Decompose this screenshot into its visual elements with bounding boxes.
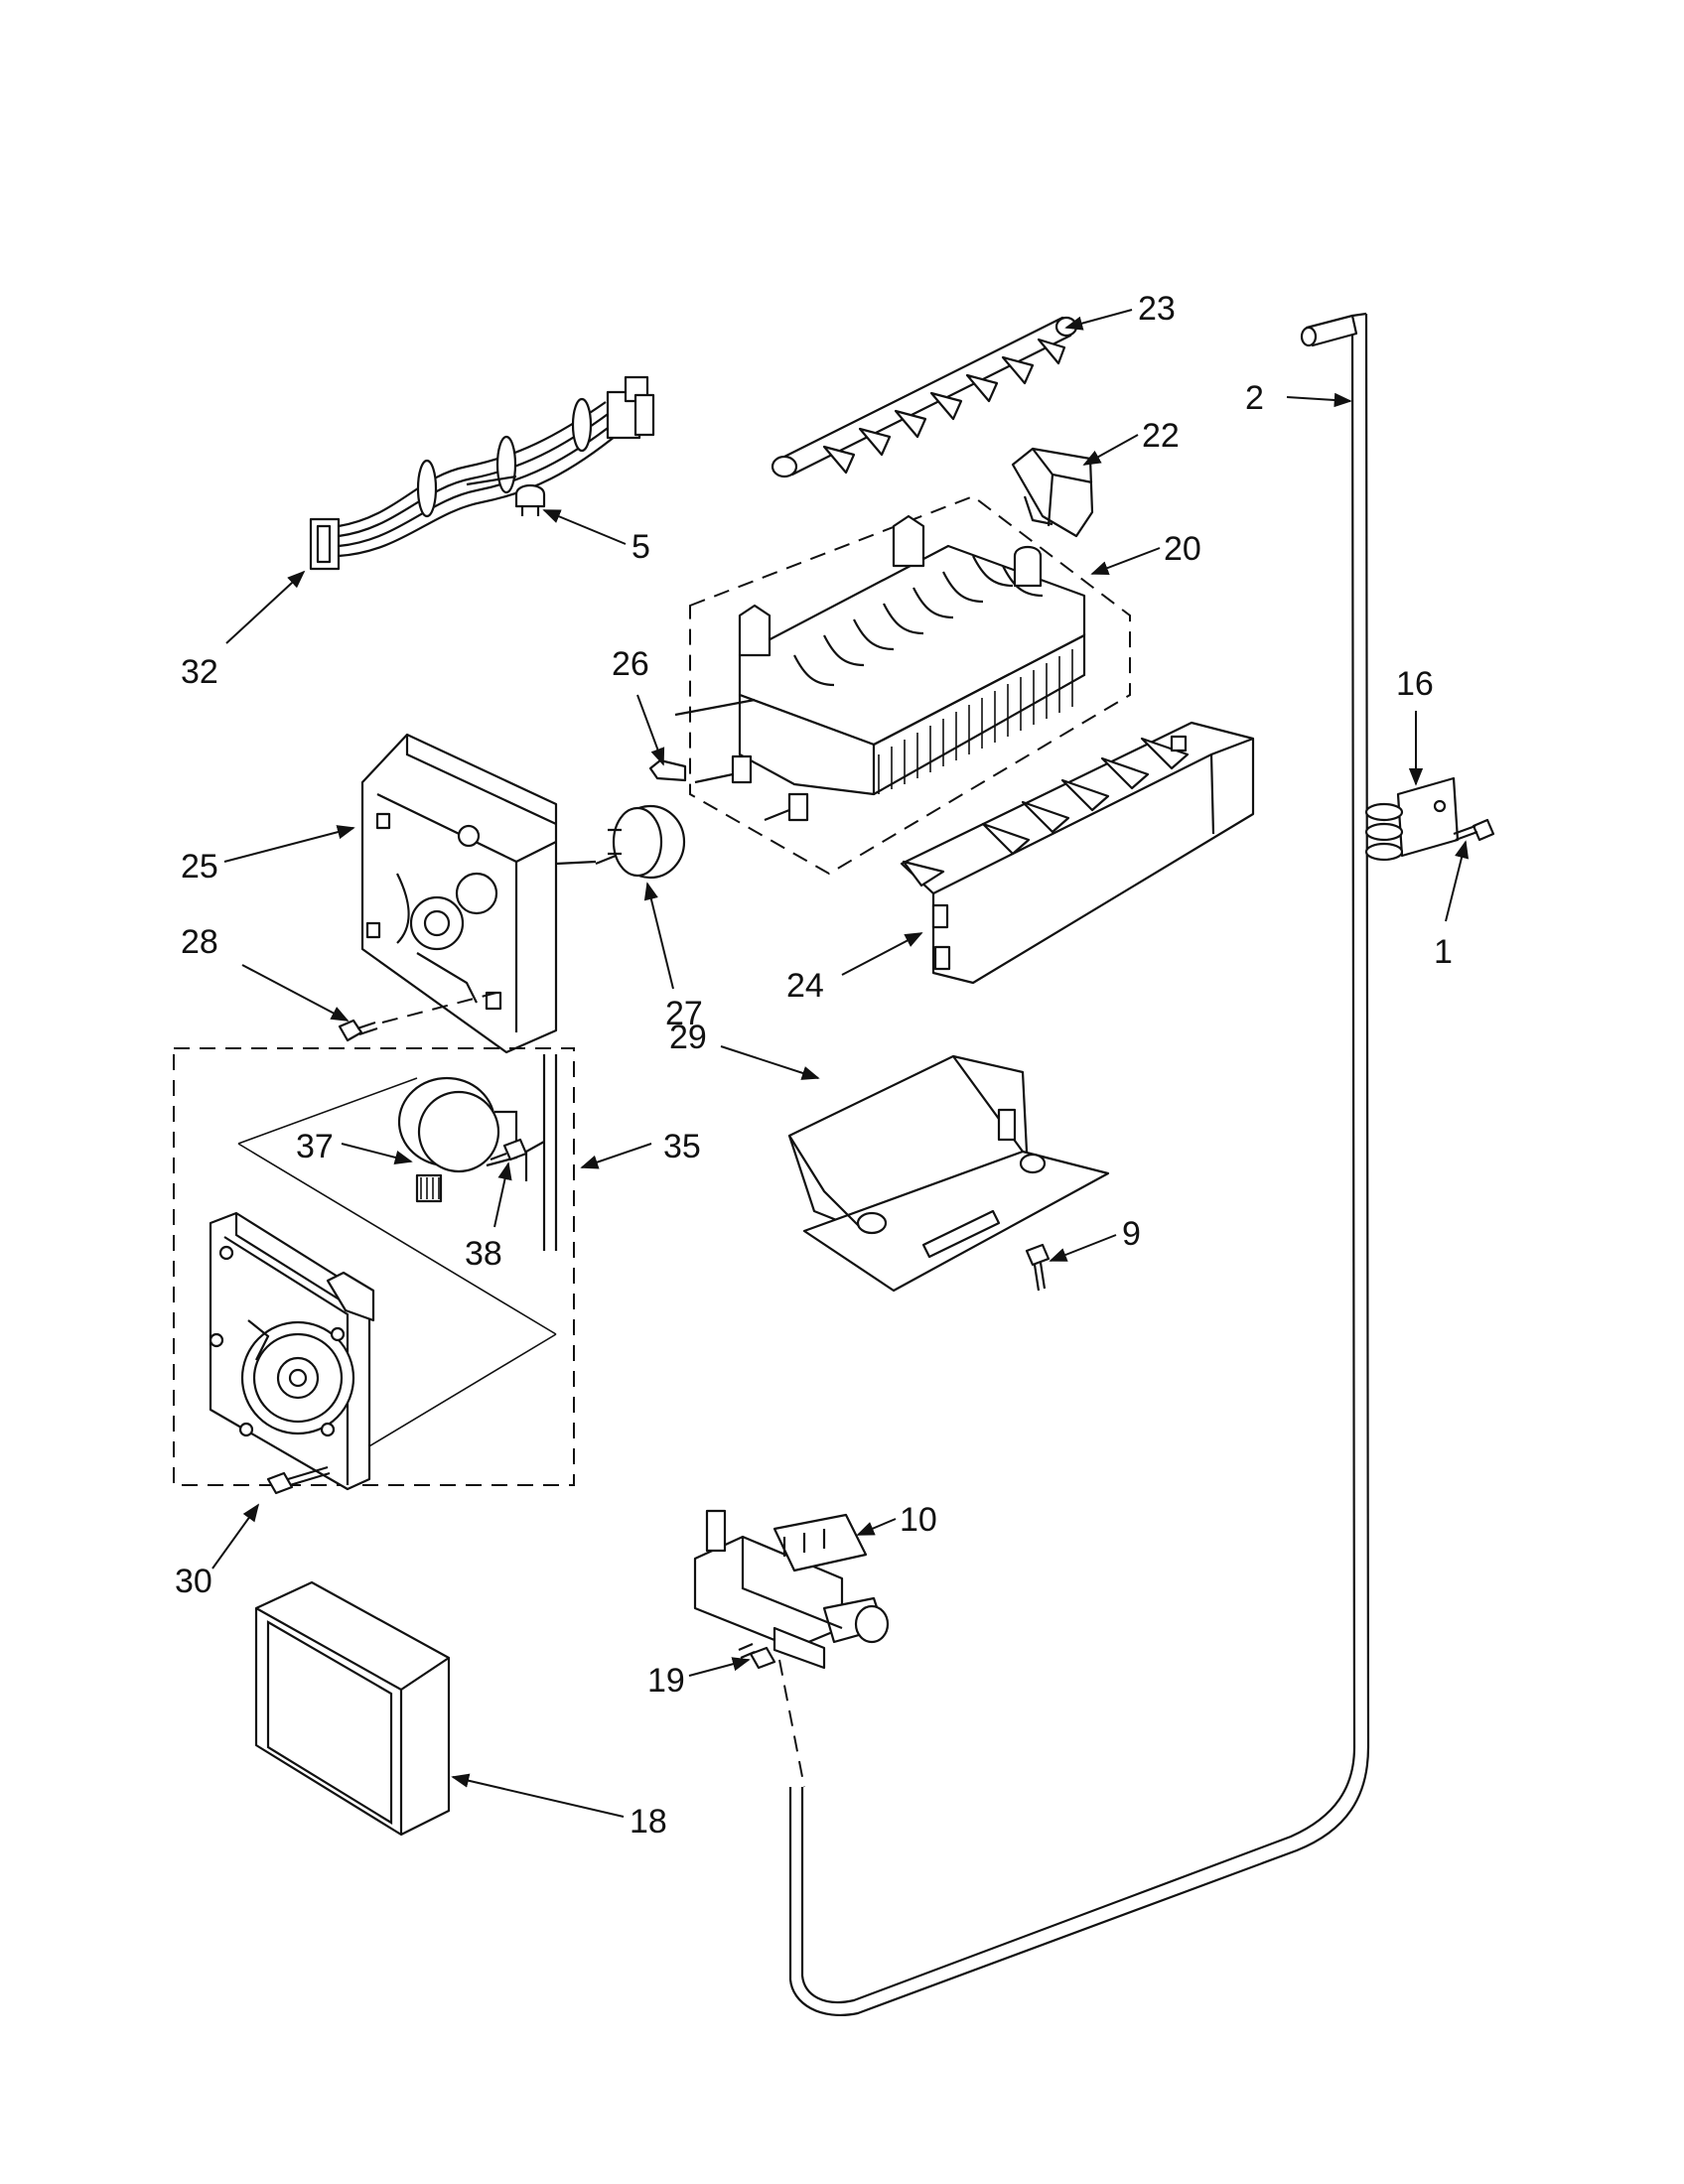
screw-part-1	[1453, 818, 1495, 842]
label-19: 19	[647, 1662, 685, 1700]
cover-part-29	[787, 1054, 1110, 1293]
ejector-part-23	[771, 316, 1078, 478]
part-number-labels: 1 2 5 9 10 16 18 19 20 22 23 24 25 26 27…	[175, 290, 1453, 1841]
screw-part-19	[738, 1642, 776, 1670]
water-valve-part-10	[693, 1509, 890, 1670]
bracket-part-22	[1011, 447, 1094, 538]
mold-part-20	[674, 494, 1131, 876]
label-18: 18	[630, 1803, 667, 1841]
clip-part-5	[514, 483, 546, 516]
stripper-part-24	[900, 721, 1255, 985]
screw-part-9	[1025, 1243, 1051, 1292]
label-37: 37	[296, 1128, 334, 1165]
screw-part-28	[338, 1019, 378, 1042]
label-27: 27	[665, 995, 703, 1032]
dash-line-28	[381, 992, 497, 1024]
label-5: 5	[632, 528, 650, 566]
label-35: 35	[663, 1128, 701, 1165]
label-38: 38	[465, 1235, 502, 1273]
label-10: 10	[900, 1501, 937, 1539]
housing-part-25	[360, 733, 597, 1054]
dash-line-10	[778, 1659, 805, 1788]
label-22: 22	[1142, 417, 1180, 455]
leader-lines	[211, 309, 1470, 1818]
label-1: 1	[1434, 933, 1453, 971]
label-25: 25	[181, 848, 218, 886]
clip-part-26	[648, 758, 687, 782]
label-32: 32	[181, 653, 218, 691]
motor-part-37	[397, 1054, 558, 1251]
label-2: 2	[1245, 379, 1264, 417]
label-28: 28	[181, 923, 218, 961]
wire-harness-part-32	[309, 375, 655, 571]
clamp-part-16	[1364, 776, 1460, 862]
screw-part-30	[266, 1465, 331, 1495]
label-23: 23	[1138, 290, 1176, 328]
label-30: 30	[175, 1563, 212, 1600]
label-26: 26	[612, 645, 649, 683]
label-9: 9	[1122, 1215, 1141, 1253]
motor-assembly-part-35	[173, 1047, 575, 1486]
motor-plate	[209, 1211, 375, 1491]
label-20: 20	[1164, 530, 1201, 568]
label-24: 24	[786, 967, 824, 1005]
label-29: 29	[669, 1019, 707, 1056]
fill-tube-part-2	[788, 312, 1370, 2016]
cover-part-18	[254, 1580, 451, 1837]
screw-part-38	[490, 1138, 528, 1161]
label-16: 16	[1396, 665, 1434, 703]
thermostat-part-27	[595, 804, 686, 880]
